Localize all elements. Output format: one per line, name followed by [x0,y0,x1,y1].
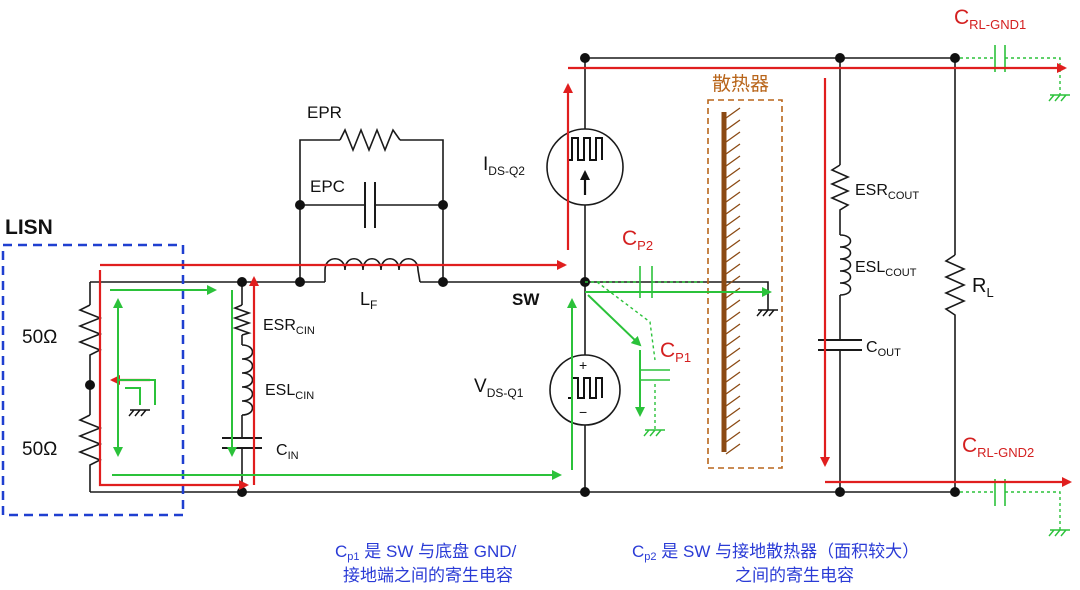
ids-q2-label: IDS-Q2 [483,154,525,178]
resistor-esr-cout [830,164,850,215]
resistor-epr [339,127,401,153]
lisn-box [1,243,185,517]
current-source-ids-q2 [546,128,624,206]
epc-label: EPC [310,177,345,196]
cp2-label: CP2 [622,227,653,253]
vds-q1-label: VDS-Q1 [474,376,524,400]
cp2-note-line2: 之间的寄生电容 [735,566,854,585]
cp1-label: CP1 [660,339,691,365]
resistor-50ohm-top [77,304,103,360]
r1-label: 50Ω [22,327,57,348]
inductor-esl-cin [241,344,254,416]
cout-label: COUT [866,339,901,359]
esl-cout-label: ESLCOUT [855,259,917,279]
capacitor-cin [222,437,262,449]
cp2-note-line1: Cp2 是 SW 与接地散热器（面积较大） [632,542,919,563]
esl-cin-label: ESLCIN [265,382,314,402]
r2-label: 50Ω [22,439,57,460]
heatsink-label: 散热器 [712,73,769,95]
lisn-label: LISN [5,216,53,239]
esr-cout-label: ESRCOUT [855,182,919,202]
crl-gnd2-label: CRL-GND2 [962,434,1034,460]
inductor-lf [324,257,421,283]
cp1-note-line1: Cp1 是 SW 与底盘 GND/ [335,542,517,563]
cin-label: CIN [276,442,299,462]
resistor-50ohm-bottom [77,414,103,470]
green-current-paths [110,285,772,480]
plus-label: + [579,357,587,373]
sw-label: SW [512,290,540,309]
crl-gnd1-label: CRL-GND1 [954,6,1026,32]
capacitor-epc [364,182,376,228]
heatsink [707,99,783,469]
resistor-rl [944,254,966,320]
lf-label: LF [360,289,377,312]
epr-label: EPR [307,103,342,122]
ground-symbols [128,309,778,417]
minus-label: − [579,404,587,420]
rl-label: RL [972,275,994,300]
inductor-esl-cout [839,234,852,296]
cp1-note-line2: 接地端之间的寄生电容 [343,566,513,585]
resistor-esr-cin [232,304,252,336]
parasitic-capacitor-paths [585,57,1061,530]
esr-cin-label: ESRCIN [263,317,315,337]
circuit-wiring [89,57,956,493]
junction-dots [85,53,960,497]
